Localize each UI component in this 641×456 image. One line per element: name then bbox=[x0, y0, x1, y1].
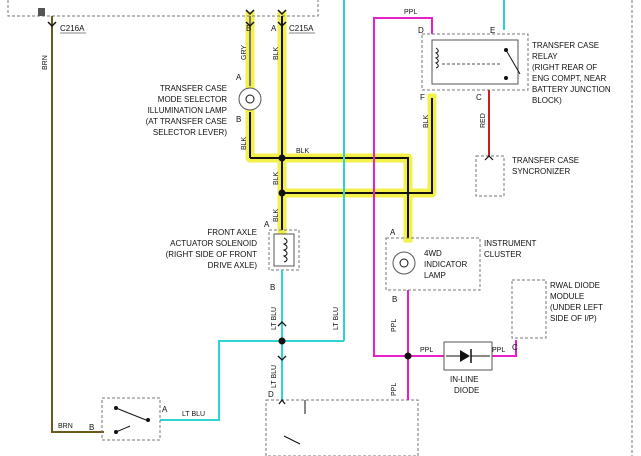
synchronizer-label-2: SYNCRONIZER bbox=[512, 167, 570, 176]
pin-b-cluster: B bbox=[392, 295, 397, 304]
pin-c-module: C bbox=[512, 343, 518, 352]
solenoid-label-3: (RIGHT SIDE OF FRONT bbox=[166, 250, 258, 259]
pin-b-lamp: B bbox=[236, 115, 241, 124]
wire-label-ppl-right: PPL bbox=[420, 347, 433, 354]
relay-label: TRANSFER CASE RELAY (RIGHT REAR OF ENG C… bbox=[532, 41, 611, 105]
wire-label-blk-mid: BLK bbox=[273, 171, 280, 185]
blk-horizontal-wires: BLK BLK bbox=[250, 98, 433, 238]
cluster-label-1: INSTRUMENT bbox=[484, 239, 537, 248]
selector-lamp-label-3: ILLUMINATION LAMP bbox=[148, 106, 227, 115]
rwal-label-3: (UNDER LEFT bbox=[550, 303, 603, 312]
lt-blu-splice bbox=[278, 337, 286, 345]
relay-label-1: TRANSFER CASE bbox=[532, 41, 599, 50]
transfer-case-synchronizer: TRANSFER CASE SYNCRONIZER bbox=[475, 155, 579, 197]
pin-b-solenoid: B bbox=[270, 283, 275, 292]
wire-label-ltblu-3: LT BLU bbox=[333, 307, 340, 330]
top-harness-box bbox=[7, 0, 319, 17]
pin-a-cluster: A bbox=[390, 228, 396, 237]
wire-label-red: RED bbox=[480, 113, 487, 128]
pin-a-lamp: A bbox=[236, 73, 242, 82]
brn-wire: BRN BRN B bbox=[42, 16, 104, 433]
inline-diode-label-1: IN-LINE bbox=[450, 375, 478, 384]
transfer-case-relay: D E F C bbox=[418, 26, 529, 102]
bottom-switch: A bbox=[101, 397, 168, 441]
pin-c-relay: C bbox=[476, 93, 482, 102]
instrument-cluster: A B 4WD INDICATOR LAMP bbox=[385, 228, 481, 304]
selector-illumination-lamp: A B bbox=[236, 73, 262, 124]
synchronizer-label-1: TRANSFER CASE bbox=[512, 156, 579, 165]
inline-diode: IN-LINE DIODE bbox=[443, 341, 493, 395]
relay-label-3: (RIGHT REAR OF bbox=[532, 63, 597, 72]
rwal-label-4: SIDE OF I/P) bbox=[550, 314, 597, 323]
ppl-wires bbox=[373, 17, 517, 400]
rwal-diode-module: C RWAL DIODE MODULE (UNDER LEFT SIDE OF … bbox=[511, 279, 603, 352]
pin-b-top-left: B bbox=[246, 24, 251, 33]
rwal-label-2: MODULE bbox=[550, 292, 584, 301]
cluster-label-2: CLUSTER bbox=[484, 250, 522, 259]
wire-label-ltblu-2: LT BLU bbox=[271, 365, 278, 388]
connector-c216a: C216A bbox=[60, 24, 85, 33]
wire-label-blk-lamp: BLK bbox=[241, 136, 248, 150]
wire-label-ppl-cluster: PPL bbox=[391, 319, 398, 332]
relay-label-5: BATTERY JUNCTION bbox=[532, 85, 611, 94]
wire-label-blk-top: BLK bbox=[273, 46, 280, 60]
selector-lamp-label-2: MODE SELECTOR bbox=[158, 95, 227, 104]
indicator-lamp-label-1: 4WD bbox=[424, 249, 442, 258]
wire-label-ltblu-switch: LT BLU bbox=[182, 411, 205, 418]
selector-lamp-label: TRANSFER CASE MODE SELECTOR ILLUMINATION… bbox=[146, 84, 228, 137]
selector-lamp-label-1: TRANSFER CASE bbox=[160, 84, 227, 93]
solenoid-label-2: ACTUATOR SOLENOID bbox=[170, 239, 257, 248]
solenoid-label-4: DRIVE AXLE) bbox=[208, 261, 258, 270]
wire-label-blk-horizontal: BLK bbox=[296, 148, 310, 155]
rwal-label-1: RWAL DIODE bbox=[550, 281, 600, 290]
wire-label-ppl-bottom: PPL bbox=[391, 383, 398, 396]
solenoid-label-1: FRONT AXLE bbox=[207, 228, 257, 237]
relay-label-6: BLOCK) bbox=[532, 96, 562, 105]
indicator-lamp-label-2: INDICATOR bbox=[424, 260, 467, 269]
pin-a-switch: A bbox=[162, 405, 168, 414]
wire-label-ppl-module: PPL bbox=[492, 347, 505, 354]
pin-b-switch: B bbox=[89, 423, 94, 432]
wire-label-blk-relay: BLK bbox=[423, 114, 430, 128]
pin-a-top: A bbox=[271, 24, 277, 33]
solenoid-label: FRONT AXLE ACTUATOR SOLENOID (RIGHT SIDE… bbox=[166, 228, 258, 270]
red-wire: RED bbox=[480, 90, 490, 156]
gry-wire: B GRY BLK bbox=[241, 16, 255, 158]
pin-d-bottom: D bbox=[268, 390, 274, 399]
wire-label-brn: BRN bbox=[42, 55, 49, 70]
wire-label-gry: GRY bbox=[241, 45, 248, 60]
ppl-splice bbox=[404, 352, 412, 360]
selector-lamp-label-4: (AT TRANSFER CASE bbox=[146, 117, 227, 126]
relay-label-2: RELAY bbox=[532, 52, 558, 61]
wire-label-ltblu-1: LT BLU bbox=[271, 307, 278, 330]
wire-label-ppl-top: PPL bbox=[404, 9, 417, 16]
relay-label-4: ENG COMPT, NEAR bbox=[532, 74, 606, 83]
pin-f-relay: F bbox=[420, 93, 425, 102]
pin-e-relay: E bbox=[490, 26, 495, 35]
bottom-component: D bbox=[265, 390, 419, 456]
pin-a-solenoid: A bbox=[264, 220, 270, 229]
indicator-lamp-label-3: LAMP bbox=[424, 271, 446, 280]
selector-lamp-label-5: SELECTOR LEVER) bbox=[153, 128, 227, 137]
front-axle-solenoid: A B bbox=[264, 220, 300, 292]
inline-diode-label-2: DIODE bbox=[454, 386, 479, 395]
pin-d-relay: D bbox=[418, 26, 424, 35]
wire-label-blk-low: BLK bbox=[273, 208, 280, 222]
connector-c215a: C215A bbox=[289, 24, 314, 33]
wire-label-brn-bottom: BRN bbox=[58, 423, 73, 430]
